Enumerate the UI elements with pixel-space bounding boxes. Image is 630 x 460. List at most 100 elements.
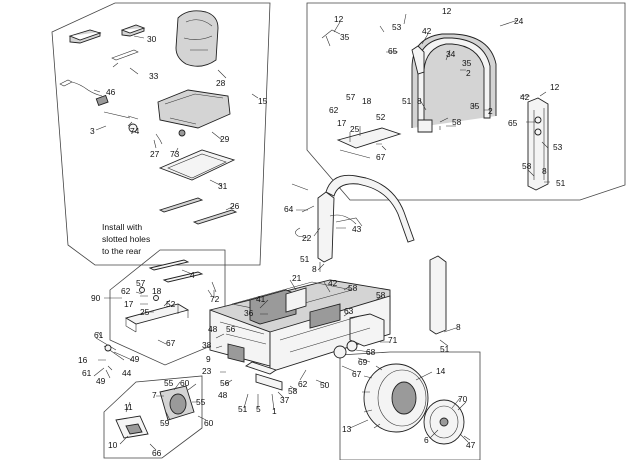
mount-plate-52 (336, 127, 402, 149)
seat-back (175, 10, 219, 67)
callout-18a: 18 (362, 96, 372, 106)
armrest-bracket (111, 49, 139, 68)
panel-5 (255, 373, 283, 391)
seat-slide-rail-right (192, 209, 238, 225)
callout-51c: 51 (300, 254, 310, 264)
pin-72 (211, 281, 217, 298)
callout-31: 31 (218, 181, 228, 191)
callout-25b: 25 (140, 307, 150, 317)
callout-2b: 2 (488, 106, 493, 116)
callout-22: 22 (302, 233, 312, 243)
callout-58b: 58 (522, 161, 532, 171)
rollbar-hardware (291, 183, 357, 225)
wire-loop (295, 227, 309, 239)
callout-67a: 67 (376, 152, 386, 162)
callout-58c: 58 (348, 283, 358, 293)
console-gauge-59 (169, 393, 187, 415)
callout-49a: 49 (130, 354, 140, 364)
rim-inner (429, 405, 459, 439)
callout-67b: 67 (166, 338, 176, 348)
rollbar-upper-detail (417, 37, 491, 129)
callout-55b: 55 (196, 397, 206, 407)
bolt-57b (139, 287, 145, 293)
mount-plate-52b (124, 303, 190, 325)
callout-67c: 67 (352, 369, 362, 379)
mount-bolts (339, 126, 371, 159)
wheel-group-box (339, 351, 481, 460)
plate-56 (244, 361, 278, 375)
callout-35c: 35 (470, 101, 480, 111)
callout-26: 26 (230, 201, 240, 211)
callout-44: 44 (122, 368, 132, 378)
callout-58a: 58 (452, 117, 462, 127)
armrest-pad-right (120, 24, 146, 37)
seat-switch-wire (59, 79, 103, 97)
callout-73: 73 (170, 149, 180, 159)
callout-42b: 42 (520, 92, 530, 102)
callout-8c: 8 (312, 264, 317, 274)
seat-switch-bolt (103, 111, 139, 120)
callout-70: 70 (458, 394, 468, 404)
frame-front-side (269, 295, 391, 373)
callout-56b: 56 (220, 378, 230, 388)
callout-60a: 60 (180, 378, 190, 388)
callout-7: 7 (152, 390, 157, 400)
seat-group-box (51, 2, 271, 266)
callout-23: 23 (202, 366, 212, 376)
callout-1: 1 (272, 406, 277, 416)
tank-63 (309, 303, 341, 329)
rollbar-pin-35 (321, 29, 341, 47)
callout-10: 10 (108, 440, 118, 450)
callout-12b: 12 (442, 6, 452, 16)
rollbar-hinge-left (411, 45, 425, 75)
callout-62a: 62 (329, 105, 339, 115)
callout-28: 28 (216, 78, 226, 88)
callout-33: 33 (149, 71, 159, 81)
rollbar-left-post (317, 191, 335, 263)
callout-53a: 53 (392, 22, 402, 32)
callout-65b: 65 (508, 118, 518, 128)
callout-5: 5 (256, 404, 261, 414)
callout-62b: 62 (121, 286, 131, 296)
slotted-rail-4b (162, 271, 204, 283)
seat-cushion-seams (164, 93, 224, 125)
callout-61b: 61 (82, 368, 92, 378)
callout-2a: 2 (466, 68, 471, 78)
callout-71: 71 (388, 335, 398, 345)
callout-51a: 51 (402, 96, 412, 106)
seat-slide-rail-left (158, 197, 204, 213)
callout-57b: 57 (136, 278, 146, 288)
callout-12a: 12 (334, 14, 344, 24)
nut-44 (104, 344, 112, 352)
callout-63: 63 (344, 306, 354, 316)
callout-52a: 52 (376, 112, 386, 122)
seat-switch (95, 94, 109, 107)
rollbar-foot-left (417, 119, 433, 133)
install-note-line-3: to the rear (102, 246, 141, 256)
callout-6: 6 (424, 435, 429, 445)
bracket-71 (349, 313, 385, 347)
callout-25a: 25 (350, 124, 360, 134)
hinge-bolt (534, 116, 542, 124)
callout-57a: 57 (346, 92, 356, 102)
callout-68: 68 (366, 347, 376, 357)
callout-51e: 51 (238, 404, 248, 414)
callout-58d: 58 (376, 290, 386, 300)
callout-58e: 58 (288, 386, 298, 396)
callout-64: 64 (284, 204, 294, 214)
callout-21: 21 (292, 273, 302, 283)
callout-8b: 8 (542, 166, 547, 176)
seat-back-seams (183, 19, 213, 51)
callout-47: 47 (466, 440, 476, 450)
callout-46: 46 (106, 87, 116, 97)
callout-49b: 49 (96, 376, 106, 386)
callout-51b: 51 (556, 178, 566, 188)
console-box (103, 375, 203, 459)
callout-37: 37 (280, 395, 290, 405)
callout-9: 9 (206, 354, 211, 364)
tire-tread (377, 369, 427, 427)
callout-8a: 8 (417, 96, 422, 106)
callout-43: 43 (352, 224, 362, 234)
callout-13: 13 (342, 424, 352, 434)
